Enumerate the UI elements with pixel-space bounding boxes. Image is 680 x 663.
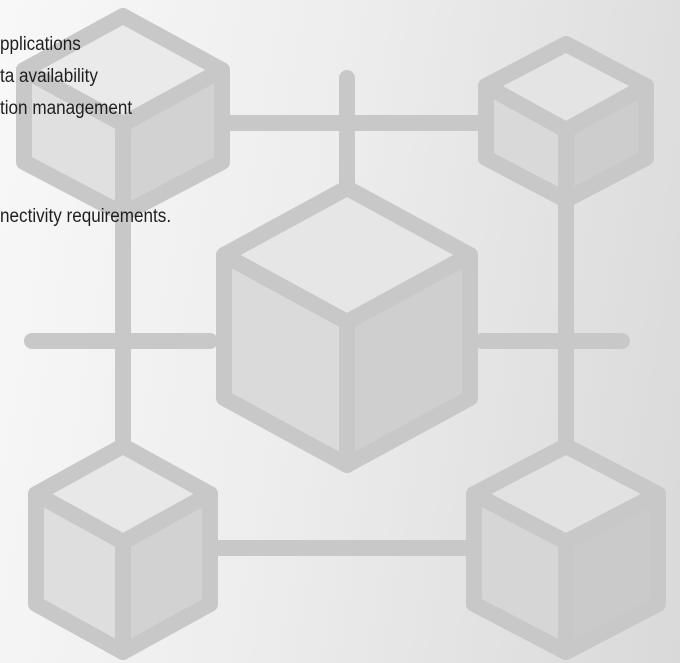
cube-bottom-right xyxy=(466,438,666,660)
cube-bottom-left xyxy=(28,438,218,660)
cube-top-left xyxy=(16,8,230,222)
text-line-availability: ta availability xyxy=(0,66,98,87)
cube-center xyxy=(216,180,478,473)
text-line-management: tion management xyxy=(0,98,133,119)
text-line-applications: pplications xyxy=(0,34,81,55)
text-line-requirements: nectivity requirements. xyxy=(0,206,172,227)
cube-top-right xyxy=(478,36,654,208)
